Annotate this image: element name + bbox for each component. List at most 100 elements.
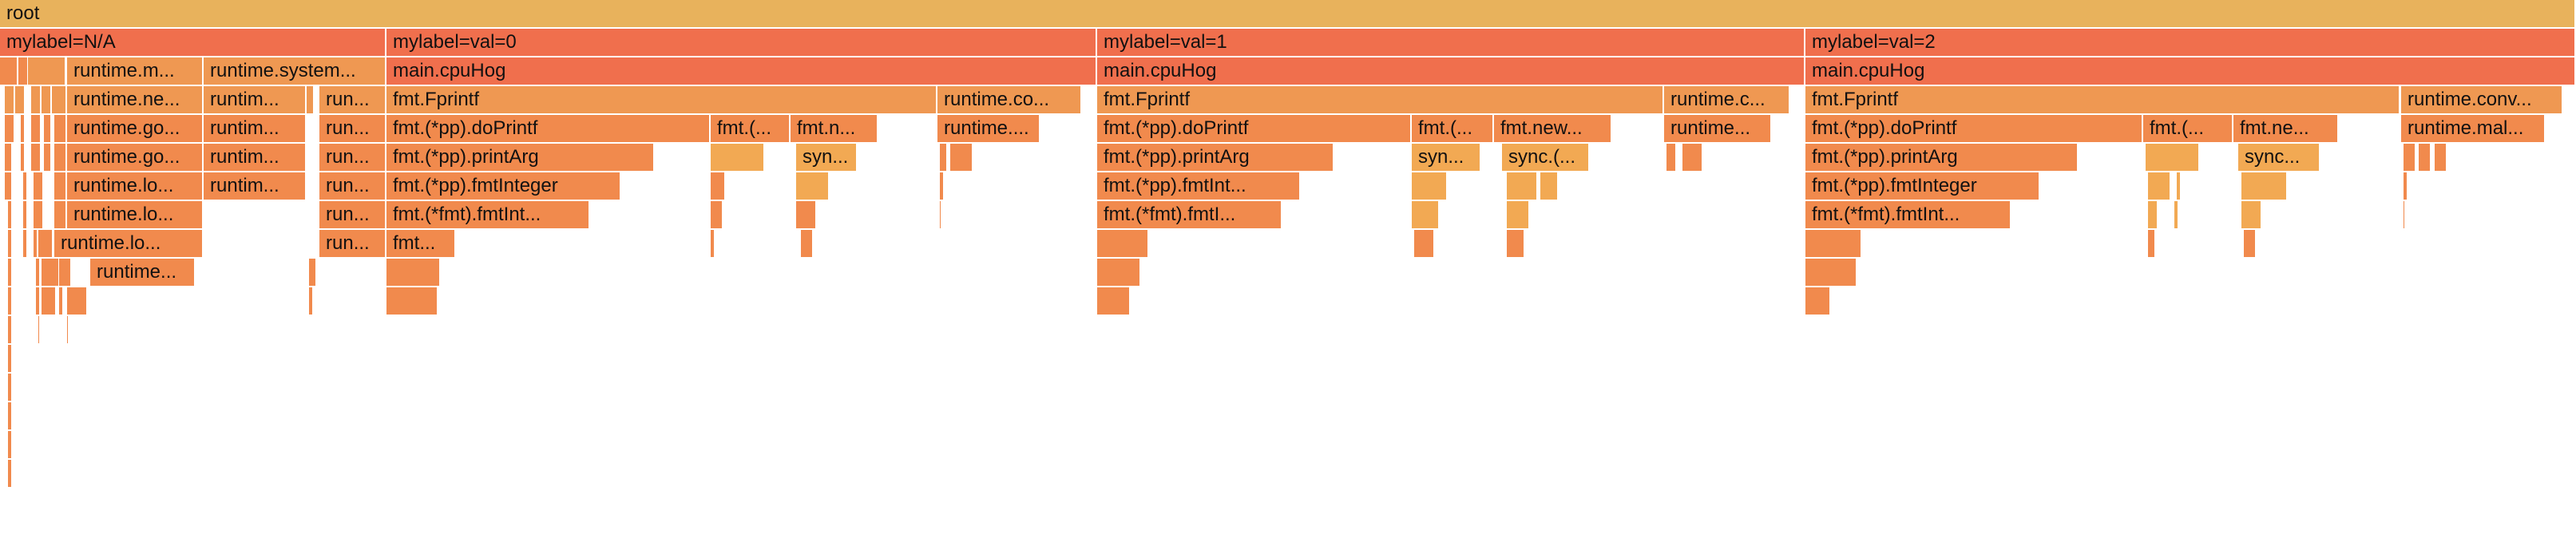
flame-frame[interactable] (2241, 172, 2288, 201)
flame-frame[interactable] (1097, 259, 1141, 287)
flame-frame[interactable]: syn... (796, 144, 858, 172)
flame-frame[interactable] (59, 287, 64, 316)
flame-frame[interactable] (386, 259, 441, 287)
flame-frame[interactable] (796, 201, 817, 230)
flame-frame[interactable] (8, 402, 13, 431)
flame-frame[interactable] (36, 259, 41, 287)
flame-frame[interactable] (8, 345, 13, 374)
flame-frame[interactable] (5, 172, 13, 201)
flame-frame[interactable] (2404, 172, 2408, 201)
flame-frame[interactable] (31, 115, 42, 144)
flame-frame[interactable] (940, 172, 945, 201)
flame-frame[interactable] (309, 287, 314, 316)
flame-frame[interactable]: fmt.(... (1412, 115, 1494, 144)
flame-frame[interactable]: fmt.(... (2143, 115, 2233, 144)
flame-frame[interactable] (2148, 230, 2156, 259)
flame-frame[interactable] (8, 316, 13, 345)
flame-frame[interactable] (8, 287, 13, 316)
flame-frame[interactable] (1805, 230, 1862, 259)
flame-frame[interactable]: runtim... (204, 86, 307, 115)
flame-frame[interactable] (5, 144, 13, 172)
flame-frame[interactable] (1666, 144, 1677, 172)
flame-frame[interactable] (42, 259, 60, 287)
flame-frame[interactable]: mylabel=val=1 (1097, 29, 1805, 57)
flame-frame[interactable]: runtime.m... (67, 57, 204, 86)
flame-frame[interactable] (54, 201, 67, 230)
flame-frame[interactable]: runtime.go... (67, 115, 204, 144)
flame-frame[interactable] (1540, 172, 1559, 201)
flame-frame[interactable] (2419, 144, 2431, 172)
flame-frame[interactable] (54, 115, 67, 144)
flame-frame[interactable]: mylabel=val=2 (1805, 29, 2576, 57)
flame-frame[interactable] (23, 172, 28, 201)
flame-frame[interactable]: sync... (2238, 144, 2320, 172)
flame-frame[interactable]: runtime.go... (67, 144, 204, 172)
flame-frame[interactable] (5, 115, 15, 144)
flame-frame[interactable]: fmt.(*pp).fmtInt... (1097, 172, 1301, 201)
flame-frame[interactable]: runtime.lo... (67, 172, 204, 201)
flame-frame[interactable] (8, 230, 13, 259)
flame-frame[interactable]: run... (319, 201, 386, 230)
flame-frame[interactable]: fmt.Fprintf (1097, 86, 1664, 115)
flame-frame[interactable]: fmt.(*fmt).fmtInt... (1805, 201, 2011, 230)
flame-frame[interactable] (38, 230, 54, 259)
flame-frame[interactable]: fmt... (386, 230, 456, 259)
flame-frame[interactable]: runtim... (204, 172, 307, 201)
flame-frame[interactable] (52, 86, 67, 115)
flame-frame[interactable] (28, 57, 66, 86)
flame-frame[interactable] (1414, 230, 1435, 259)
flame-frame[interactable] (940, 201, 942, 230)
flame-frame[interactable] (34, 230, 38, 259)
flame-frame[interactable]: runtime.... (937, 115, 1040, 144)
flame-frame[interactable]: runtime.co... (937, 86, 1082, 115)
flame-frame[interactable] (44, 115, 52, 144)
flame-frame[interactable]: run... (319, 86, 386, 115)
flame-frame[interactable] (1507, 230, 1525, 259)
flame-frame[interactable] (1805, 259, 1857, 287)
flame-frame[interactable] (2404, 144, 2416, 172)
flame-frame[interactable]: syn... (1412, 144, 1481, 172)
flame-frame[interactable] (950, 144, 973, 172)
flame-frame[interactable] (31, 86, 42, 115)
flame-frame[interactable] (2174, 201, 2179, 230)
flame-frame[interactable]: runtime.ne... (67, 86, 204, 115)
flame-frame[interactable] (711, 144, 765, 172)
flame-frame[interactable] (1682, 144, 1703, 172)
flame-frame[interactable] (23, 201, 28, 230)
flame-frame[interactable] (2404, 201, 2406, 230)
flame-frame[interactable] (711, 201, 723, 230)
flame-frame[interactable] (711, 172, 726, 201)
flame-frame[interactable] (42, 86, 52, 115)
flame-frame[interactable] (2435, 144, 2447, 172)
flame-frame[interactable]: runtime.c... (1664, 86, 1790, 115)
flame-frame[interactable] (2148, 201, 2158, 230)
flame-frame[interactable] (2244, 230, 2257, 259)
flame-frame[interactable] (1412, 201, 1440, 230)
flame-frame[interactable]: runtim... (204, 115, 307, 144)
flame-frame[interactable]: run... (319, 172, 386, 201)
flame-frame[interactable] (8, 259, 13, 287)
flame-frame[interactable]: runtime.mal... (2401, 115, 2546, 144)
flame-frame[interactable]: mylabel=N/A (0, 29, 386, 57)
flame-frame[interactable] (8, 201, 13, 230)
flame-frame[interactable] (34, 201, 44, 230)
flame-frame[interactable] (1097, 287, 1131, 316)
flame-frame[interactable]: runtime... (1664, 115, 1772, 144)
flame-frame[interactable] (940, 144, 948, 172)
flame-frame[interactable]: run... (319, 230, 386, 259)
flame-frame[interactable] (67, 316, 69, 345)
flame-frame[interactable] (67, 287, 88, 316)
flame-frame[interactable]: fmt.Fprintf (386, 86, 937, 115)
flame-frame[interactable]: fmt.Fprintf (1805, 86, 2400, 115)
flame-frame[interactable] (34, 172, 44, 201)
flame-frame[interactable]: main.cpuHog (1097, 57, 1805, 86)
flame-frame[interactable] (711, 230, 715, 259)
flame-frame[interactable] (44, 144, 52, 172)
flame-frame[interactable] (38, 316, 41, 345)
flame-frame[interactable] (2241, 201, 2262, 230)
flame-frame[interactable] (796, 172, 830, 201)
frame-root[interactable]: root (0, 0, 2576, 29)
flame-frame[interactable]: fmt.(*pp).printArg (1805, 144, 2079, 172)
flame-frame[interactable]: fmt.n... (791, 115, 878, 144)
flame-frame[interactable] (31, 144, 42, 172)
